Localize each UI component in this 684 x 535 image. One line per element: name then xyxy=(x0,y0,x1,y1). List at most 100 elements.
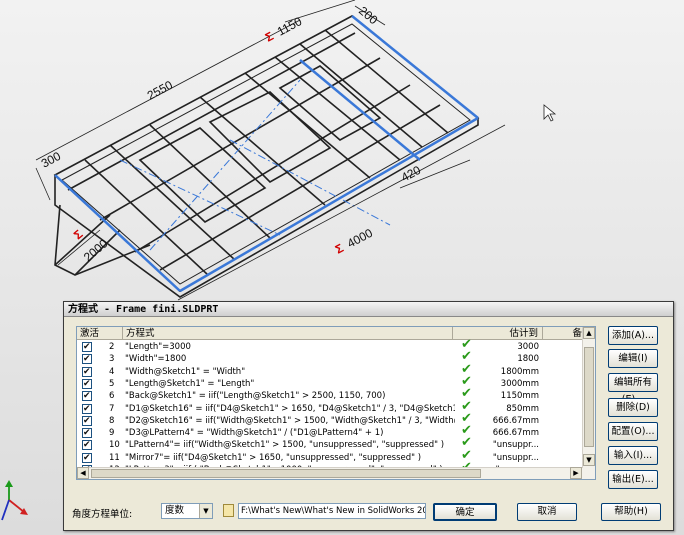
angle-unit-label: 角度方程单位: xyxy=(72,509,133,520)
edit-all-button[interactable]: 编辑所有(E)... xyxy=(608,373,658,405)
scroll-down-icon[interactable]: ▼ xyxy=(583,454,595,466)
equation-cell[interactable]: "D3@LPattern4" = "Width@Sketch1" / ("D1@… xyxy=(125,428,384,439)
cursor-icon xyxy=(543,104,557,122)
file-path-field[interactable]: F:\What's New\What's New in SolidWorks 2… xyxy=(238,503,426,519)
dim-420[interactable]: 420 xyxy=(399,163,424,185)
table-row[interactable]: 9 "D3@LPattern4" = "Width@Sketch1" / ("D1… xyxy=(77,423,583,439)
row-number: 11 xyxy=(109,452,120,463)
help-button[interactable]: 帮助(H) xyxy=(601,503,661,521)
angle-unit-select[interactable]: 度数 ▼ xyxy=(161,503,213,519)
equation-cell[interactable]: "D1@Sketch16" = iif("D4@Sketch1" > 1650,… xyxy=(125,403,455,414)
check-icon: ✔ xyxy=(461,423,472,439)
evaluated-value: 1800 xyxy=(517,354,539,365)
evaluated-value: 666.67mm xyxy=(492,415,539,426)
scroll-right-icon[interactable]: ▶ xyxy=(570,467,582,479)
table-row[interactable]: 3 "Width"=1800 ✔ 1800 xyxy=(77,349,583,365)
row-number: 7 xyxy=(109,403,115,414)
active-checkbox[interactable] xyxy=(82,452,92,464)
check-icon: ✔ xyxy=(461,410,472,426)
chevron-down-icon[interactable]: ▼ xyxy=(199,504,212,518)
equation-cell[interactable]: "Length@Sketch1" = "Length" xyxy=(125,378,255,389)
active-checkbox[interactable] xyxy=(82,439,92,451)
configuration-button[interactable]: 配置(O)... xyxy=(608,422,658,441)
check-icon: ✔ xyxy=(461,373,472,389)
table-row[interactable]: 8 "D2@Sketch16" = iif("Width@Sketch1" > 1… xyxy=(77,410,583,427)
selected-members xyxy=(54,15,479,293)
equation-cell[interactable]: "Mirror7"= iif("D4@Sketch1" > 1650, "uns… xyxy=(125,452,422,463)
row-number: 3 xyxy=(109,354,115,365)
column-header-equation[interactable]: 方程式 xyxy=(123,327,453,340)
scroll-up-icon[interactable]: ▲ xyxy=(583,327,595,339)
equations-table[interactable]: 激活 方程式 估计到 备 2 "Length"=3000 ✔ 3000 3 "Width"… xyxy=(76,326,596,480)
active-checkbox[interactable] xyxy=(82,427,92,439)
evaluated-value: 850mm xyxy=(506,403,539,414)
check-icon: ✔ xyxy=(461,435,472,451)
evaluated-value: 1800mm xyxy=(500,366,539,377)
table-row[interactable]: 11 "Mirror7"= iif("D4@Sketch1" > 1650, "u… xyxy=(77,449,583,464)
table-row[interactable]: 4 "Width@Sketch1" = "Width" ✔ 1800mm xyxy=(77,361,583,378)
cancel-button[interactable]: 取消 xyxy=(517,503,577,521)
check-icon: ✔ xyxy=(461,386,472,402)
row-number: 5 xyxy=(109,378,115,389)
active-checkbox[interactable] xyxy=(82,378,92,390)
active-checkbox[interactable] xyxy=(82,366,92,378)
table-row[interactable]: 5 "Length@Sketch1" = "Length" ✔ 3000mm xyxy=(77,373,583,390)
table-row[interactable]: 6 "Back@Sketch1" = iif("Length@Sketch1" >… xyxy=(77,386,583,402)
edit-button[interactable]: 编辑(I) xyxy=(608,349,658,368)
column-header-notes[interactable]: 备 xyxy=(543,327,583,340)
equation-cell[interactable]: "LPattern4"= iif("Width@Sketch1" > 1500,… xyxy=(125,440,445,451)
export-button[interactable]: 输出(E)... xyxy=(608,470,658,489)
scroll-thumb[interactable] xyxy=(584,347,594,447)
dim-2000[interactable]: 2000 xyxy=(81,236,111,264)
sigma-icon: Σ xyxy=(333,241,346,257)
table-row[interactable]: 7 "D1@Sketch16" = iif("D4@Sketch1" > 1650… xyxy=(77,398,583,415)
row-number: 2 xyxy=(109,342,115,352)
vertical-scrollbar[interactable]: ▲ ▼ xyxy=(582,327,595,479)
table-row[interactable]: 2 "Length"=3000 ✔ 3000 xyxy=(77,337,583,353)
equation-cell[interactable]: "Length"=3000 xyxy=(125,342,191,352)
equation-cell[interactable]: "Width"=1800 xyxy=(125,354,187,365)
active-checkbox[interactable] xyxy=(82,403,92,415)
row-number: 9 xyxy=(109,428,115,439)
check-icon: ✔ xyxy=(461,337,472,352)
active-checkbox[interactable] xyxy=(82,341,92,353)
check-icon: ✔ xyxy=(461,398,472,414)
axis-triad-icon xyxy=(1,480,28,521)
equation-cell[interactable]: "D2@Sketch16" = iif("Width@Sketch1" > 15… xyxy=(125,415,455,426)
active-checkbox[interactable] xyxy=(82,353,92,365)
evaluated-value: 666.67mm xyxy=(492,428,539,439)
dim-4000[interactable]: 4000 xyxy=(345,226,375,251)
row-number: 10 xyxy=(109,440,120,451)
dim-300[interactable]: 300 xyxy=(39,149,64,171)
evaluated-value: 3000mm xyxy=(500,378,539,389)
ok-button[interactable]: 确定 xyxy=(433,503,497,521)
equation-cell[interactable]: "Width@Sketch1" = "Width" xyxy=(125,366,246,377)
active-checkbox[interactable] xyxy=(82,415,92,427)
construction-lines xyxy=(119,79,391,251)
dim-1150[interactable]: 1150 xyxy=(275,14,305,39)
evaluated-value: 1150mm xyxy=(500,391,539,402)
horizontal-scrollbar[interactable]: ◀ ▶ xyxy=(77,467,583,479)
row-number: 4 xyxy=(109,366,115,377)
hscroll-thumb[interactable] xyxy=(91,469,481,478)
equation-cell[interactable]: "Back@Sketch1" = iif("Length@Sketch1" > … xyxy=(125,391,386,402)
import-button[interactable]: 输入(I)... xyxy=(608,446,658,465)
active-checkbox[interactable] xyxy=(82,390,92,402)
add-button[interactable]: 添加(A)... xyxy=(608,326,658,345)
check-icon: ✔ xyxy=(461,361,472,377)
check-icon: ✔ xyxy=(461,349,472,365)
evaluated-value: 3000 xyxy=(517,342,539,352)
angle-unit-value: 度数 xyxy=(165,505,185,516)
row-number: 8 xyxy=(109,415,115,426)
scroll-left-icon[interactable]: ◀ xyxy=(77,467,89,479)
table-row[interactable]: 10 "LPattern4"= iif("Width@Sketch1" > 150… xyxy=(77,435,583,451)
delete-button[interactable]: 删除(D) xyxy=(608,398,658,417)
dialog-title[interactable]: 方程式 - Frame fini.SLDPRT xyxy=(64,302,673,317)
file-icon[interactable] xyxy=(223,504,234,517)
column-header-evaluates[interactable]: 估计到 xyxy=(453,327,543,340)
row-number: 6 xyxy=(109,391,115,402)
sigma-icon: Σ xyxy=(263,29,276,45)
dim-2550[interactable]: 2550 xyxy=(145,78,175,103)
column-header-active[interactable]: 激活 xyxy=(77,327,123,340)
